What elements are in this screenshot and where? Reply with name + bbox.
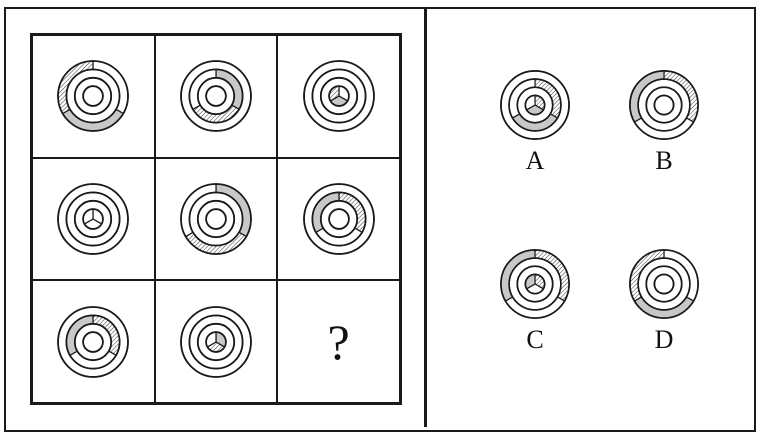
ring-figure-6 [301, 181, 377, 257]
grid-cell-8 [155, 280, 278, 403]
ring-figure-option-b [627, 68, 701, 142]
question-mark: ? [328, 317, 350, 367]
ring-figure-7 [55, 304, 131, 380]
option-d-label: D [619, 325, 709, 355]
option-b-label: B [619, 146, 709, 176]
option-d[interactable]: D [619, 247, 709, 355]
ring-figure-option-c [498, 247, 572, 321]
grid-cell-6 [277, 158, 400, 281]
ring-figure-5 [178, 181, 254, 257]
grid-cell-5 [155, 158, 278, 281]
puzzle-grid: ? [30, 33, 402, 405]
ring-figure-option-d [627, 247, 701, 321]
grid-cell-1 [32, 35, 155, 158]
ring-figure-option-a [498, 68, 572, 142]
option-a[interactable]: A [490, 68, 580, 176]
ring-figure-2 [178, 58, 254, 134]
grid-cell-9-missing: ? [277, 280, 400, 403]
ring-figure-1 [55, 58, 131, 134]
ring-figure-4 [55, 181, 131, 257]
grid-cell-2 [155, 35, 278, 158]
option-c[interactable]: C [490, 247, 580, 355]
option-c-label: C [490, 325, 580, 355]
grid-cell-7 [32, 280, 155, 403]
ring-figure-8 [178, 304, 254, 380]
ring-figure-3 [301, 58, 377, 134]
grid-cell-4 [32, 158, 155, 281]
grid-cell-3 [277, 35, 400, 158]
panel-divider [424, 7, 427, 427]
option-b[interactable]: B [619, 68, 709, 176]
option-a-label: A [490, 146, 580, 176]
